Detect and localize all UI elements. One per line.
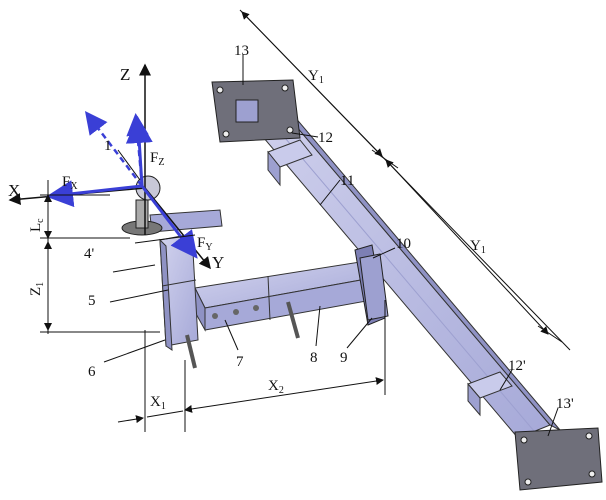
force-fx-label: FX: [62, 174, 78, 192]
axis-x-label: X: [8, 181, 20, 200]
dim-y1a-label: Y1: [308, 68, 324, 86]
end-plate-13: [211, 79, 301, 143]
dim-lc-label: Lc: [28, 218, 46, 232]
dim-y1b-label: Y1: [470, 238, 486, 256]
dim-z1-label: Z1: [28, 282, 46, 296]
part-13b-label: 13': [556, 396, 574, 412]
dimension-lines: [40, 9, 571, 437]
part-12-label: 12: [318, 130, 333, 146]
part-13-label: 13: [234, 43, 249, 59]
clamp-12b: [467, 371, 513, 417]
dim-x1-label: X1: [150, 394, 166, 412]
part-1-label: 1: [104, 138, 112, 154]
axis-z-label: Z: [120, 65, 130, 84]
part-12b-label: 12': [508, 358, 526, 374]
dim-x2-label: X2: [268, 378, 284, 396]
end-plate-13b: [514, 427, 603, 491]
labels: Z X Y FZ FX FY Lc Z1 X1 X2 Y1 Y1 1 4' 5 …: [8, 43, 574, 412]
part-11-label: 11: [340, 173, 354, 189]
part-6-label: 6: [88, 364, 96, 380]
force-vectors: [46, 111, 198, 259]
force-fz-label: FZ: [150, 150, 164, 168]
part-4-label: 4': [84, 246, 95, 262]
arm-tube: [194, 261, 373, 339]
part-5-label: 5: [88, 293, 96, 309]
part-8-label: 8: [310, 350, 318, 366]
force-fy-label: FY: [197, 235, 213, 253]
part-9-label: 9: [340, 350, 348, 366]
part-10-label: 10: [396, 236, 411, 252]
vertical-post: [159, 233, 199, 369]
part-7-label: 7: [236, 354, 244, 370]
axis-y-label: Y: [212, 253, 224, 272]
